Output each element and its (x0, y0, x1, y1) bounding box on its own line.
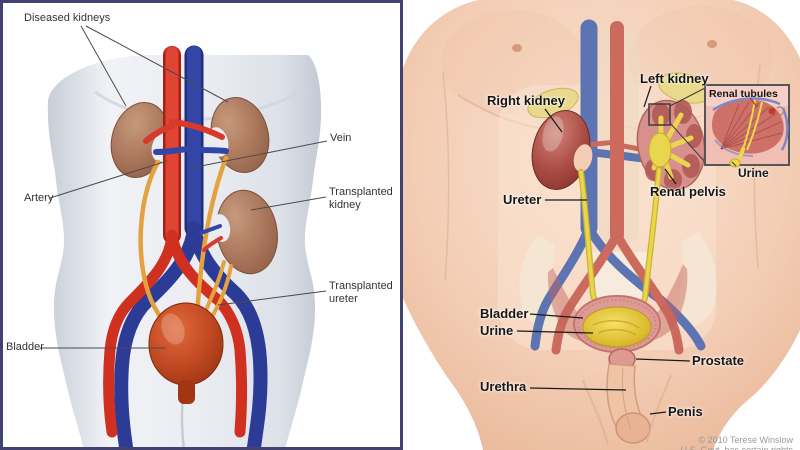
label-diseased-kidneys: Diseased kidneys (24, 12, 111, 24)
copyright-line1: © 2010 Terese Winslow (698, 435, 793, 445)
aorta (103, 46, 247, 438)
transplant-diagram-panel: Diseased kidneys Vein Artery Transplante… (0, 0, 403, 450)
leader-lines-right (516, 85, 691, 415)
thigh-crease-right (646, 374, 672, 443)
urinary-system-panel: Right kidney Left kidney Ureter Renal pe… (403, 0, 800, 450)
right-kidney-shape (531, 110, 593, 190)
arm-crease-left (442, 71, 450, 281)
tubule-curl (776, 106, 785, 116)
left-kidney-cross-section (636, 99, 706, 191)
label-urethra: Urethra (480, 379, 527, 394)
thigh-crease-left (582, 379, 609, 446)
label-bladder-left-panel: Bladder (6, 341, 44, 353)
label-prostate: Prostate (692, 353, 745, 368)
bladder-shape (148, 302, 224, 404)
penis-shape (606, 363, 651, 444)
label-renal-tubules: Renal tubules (709, 88, 778, 100)
label-penis: Penis (668, 404, 703, 419)
bladder-right-panel (573, 295, 661, 353)
inset-urine-tick (731, 161, 737, 167)
renal-tubules-inset (704, 84, 790, 168)
label-transplanted-kidney: Transplanted kidney (329, 186, 393, 211)
pelvic-muscle-left (547, 268, 603, 344)
transplanted-kidney (199, 189, 278, 275)
inset-pointer-line (749, 97, 758, 108)
copyright-line2: U.S. Govt. has certain rights (680, 445, 793, 450)
label-renal-pelvis: Renal pelvis (650, 184, 726, 199)
renal-pelvis-shape (648, 132, 672, 168)
urinary-illustration (403, 0, 800, 450)
glomerulus (768, 107, 776, 115)
label-artery: Artery (24, 192, 54, 204)
label-urine: Urine (480, 323, 514, 338)
panel-border (0, 0, 403, 450)
copyright-credit: © 2010 Terese Winslow U.S. Govt. has cer… (613, 435, 793, 450)
renal-vessels (143, 119, 229, 155)
nipple-left (512, 44, 522, 52)
label-urine-inset: Urine (738, 166, 769, 180)
label-right-kidney: Right kidney (487, 93, 566, 108)
iliac-bone-left (519, 235, 565, 332)
nipple-right (707, 40, 717, 48)
pelvic-muscle-right (633, 264, 688, 343)
inset-connector-lines (669, 87, 706, 163)
leader-lines (40, 25, 328, 349)
urine-pool (582, 306, 652, 348)
iliac-bone-right (671, 232, 717, 330)
label-transplanted-ureter: Transplanted ureter (329, 280, 393, 305)
label-bladder-right-panel: Bladder (480, 306, 529, 321)
zoom-source-box (648, 103, 671, 126)
transplant-illustration (0, 0, 403, 450)
label-ureter: Ureter (503, 192, 542, 207)
label-left-kidney: Left kidney (640, 71, 709, 86)
label-vein: Vein (330, 132, 352, 144)
